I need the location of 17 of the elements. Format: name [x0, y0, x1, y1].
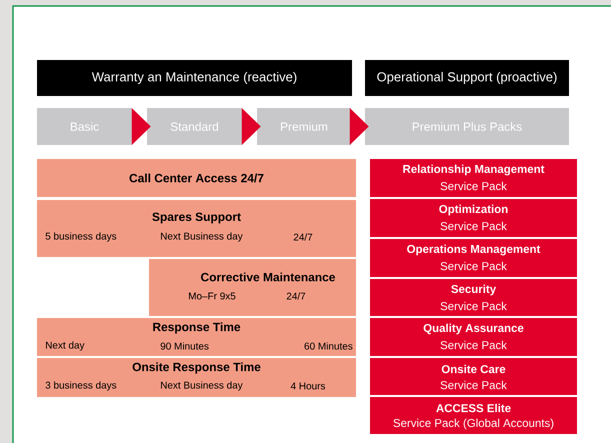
chevron-arrow — [242, 108, 261, 145]
chevron-arrow — [350, 108, 369, 145]
service-pack-box: Operations Management Service Pack — [370, 239, 577, 277]
header-bar: Warranty an Maintenance (reactive) — [37, 60, 352, 96]
service-pack-box: ACCESS Elite Service Pack (Global Accounts) — [370, 397, 577, 434]
service-pack-box: Quality Assurance Service Pack — [370, 318, 577, 356]
service-pack-box: Security Service Pack — [370, 279, 577, 316]
service-pack-box: Optimization Service Pack — [370, 199, 577, 237]
service-row: Spares Support 5 business days Next Business day 24/7 — [37, 200, 356, 257]
service-row: Call Center Access 24/7 — [37, 159, 356, 197]
service-row: Onsite Response Time 3 business days Next Business day 4 Hours — [37, 358, 356, 397]
service-row: Corrective Maintenance Mo–Fr 9x5 24/7 — [149, 259, 356, 316]
service-pack-box: Relationship Management Service Pack — [370, 159, 577, 197]
header-bar: Operational Support (proactive) — [365, 60, 569, 96]
chevron-arrow — [132, 108, 151, 145]
service-pack-box: Onsite Care Service Pack — [370, 358, 577, 395]
service-row: Response Time Next day 90 Minutes 60 Minutes — [37, 318, 356, 356]
